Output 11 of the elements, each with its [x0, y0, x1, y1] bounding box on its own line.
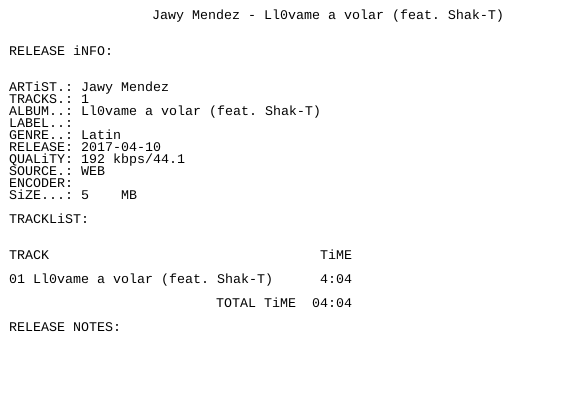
- section-heading: TRACKLiST:: [9, 214, 89, 228]
- track-title: Ll0vame a volar (feat. Shak-T): [33, 274, 273, 288]
- column-header: TRACK: [9, 250, 49, 264]
- section-heading: RELEASE iNFO:: [9, 46, 113, 60]
- total-time-label: TOTAL TiME: [216, 298, 296, 312]
- total-time-value: 04:04: [312, 298, 352, 312]
- release-title: Jawy Mendez - Ll0vame a volar (feat. Shak-T): [152, 10, 504, 24]
- track-duration: 4:04: [320, 274, 352, 288]
- column-header: TiME: [320, 250, 352, 264]
- track-number: 01: [9, 274, 25, 288]
- section-heading: RELEASE NOTES:: [9, 322, 121, 336]
